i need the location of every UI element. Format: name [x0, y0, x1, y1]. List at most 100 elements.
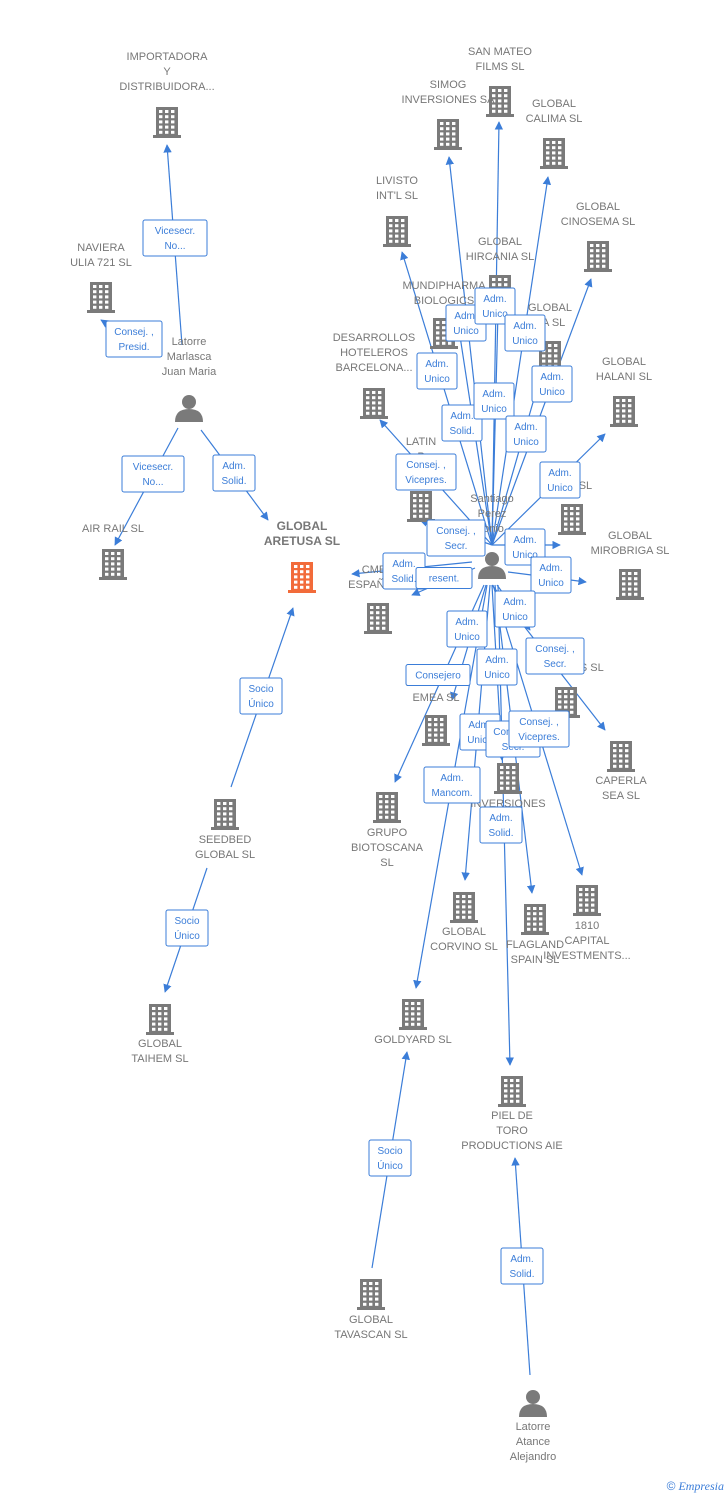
relation-label[interactable]: Adm.Solid.	[441, 404, 483, 442]
building-icon	[153, 107, 181, 138]
relation-label[interactable]: resent.	[415, 567, 473, 589]
relation-label[interactable]: Consej. ,Vicepres.	[508, 710, 570, 748]
company-node-lingroup[interactable]: LIN GROUPEMEA SL	[406, 677, 467, 746]
relation-label-text: Solid.	[449, 426, 474, 437]
relation-label[interactable]: Consej. ,Secr.	[525, 637, 585, 675]
relation-label[interactable]: Adm.Unico	[505, 415, 547, 453]
relation-label[interactable]: Adm.Unico	[531, 365, 573, 403]
relation-label-text: Adm.	[425, 359, 448, 370]
node-label: GLOBAL	[532, 98, 576, 110]
relation-label-box	[530, 556, 572, 594]
company-node-calima[interactable]: GLOBAL CALIMA SL	[526, 98, 583, 169]
node-label: EMEA SL	[412, 692, 459, 704]
node-label: GOLDYARD SL	[374, 1034, 451, 1046]
node-label: AIR RAIL SL	[82, 523, 144, 535]
building-icon	[540, 138, 568, 169]
relation-label-box	[368, 1139, 412, 1177]
node-label: tonio	[480, 523, 504, 535]
relation-label-text: Unico	[454, 632, 480, 643]
node-label: BIOLOGICS	[414, 295, 475, 307]
relation-label[interactable]: Adm.Unico	[474, 287, 516, 325]
relation-label[interactable]: Consejero	[405, 664, 471, 686]
node-label: CAPITAL	[564, 935, 609, 947]
relation-label-text: Adm.	[539, 563, 562, 574]
node-label: SIMOG	[430, 79, 467, 91]
relation-label-text: Solid.	[221, 476, 246, 487]
relation-label[interactable]: Adm.Mancom.	[423, 766, 481, 804]
relation-label-text: Adm.	[454, 311, 477, 322]
node-label: CAPERLA	[595, 775, 647, 787]
relation-edge	[400, 251, 493, 546]
node-label: TAIHEM SL	[131, 1053, 188, 1065]
relation-label-text: Adm.	[489, 813, 512, 824]
node-label: GRUPO	[367, 827, 408, 839]
node-label: Y	[163, 66, 171, 78]
brand-footer[interactable]: ©Empresia	[667, 1479, 724, 1494]
relation-label-text: Adm.	[485, 655, 508, 666]
company-node-importadora[interactable]: IMPORTADORAYDISTRIBUIDORA...	[119, 51, 215, 138]
relation-label-text: Adm.	[392, 559, 415, 570]
relation-label[interactable]: Adm.Unico	[476, 648, 518, 686]
node-label: DESARROLLOS	[333, 332, 416, 344]
relation-labels-layer: Vicesecr.No... Consej. ,Presid. Vicesecr.N…	[105, 219, 585, 1285]
relation-label[interactable]: Adm.Unico	[504, 314, 546, 352]
relation-label-box	[415, 567, 473, 589]
building-icon	[573, 885, 601, 916]
company-node-capital1810[interactable]: 1810CAPITALINVESTMENTS...	[543, 885, 631, 962]
node-label: CALIMA SL	[526, 113, 583, 125]
relation-label[interactable]: Adm.Unico	[473, 382, 515, 420]
building-icon	[146, 1004, 174, 1035]
company-node-desarrollos[interactable]: DESARROLLOSHOTELEROSBARCELONA...	[333, 332, 416, 419]
company-node-latin[interactable]: LATINP	[406, 436, 436, 522]
relation-label[interactable]: Adm.Unico	[539, 461, 581, 499]
relation-label[interactable]: Adm.Unico	[504, 528, 546, 566]
relation-label[interactable]: Adm.Unico	[494, 590, 536, 628]
relation-label[interactable]: Adm.Solid.	[212, 454, 256, 492]
relation-label[interactable]: Consej. ,Presid.	[105, 320, 163, 358]
relation-label[interactable]: Vicesecr.No...	[142, 219, 208, 257]
relation-label[interactable]: Adm.Unico	[530, 556, 572, 594]
relation-label[interactable]: Consej. ,Secr.	[426, 519, 486, 557]
relation-label[interactable]: Adm.Solid.	[479, 806, 523, 844]
relation-label[interactable]: Adm.Solid.	[500, 1247, 544, 1285]
company-node-goldyard[interactable]: GOLDYARD SL	[374, 999, 452, 1046]
node-label: SL	[380, 857, 393, 869]
company-node-airrail[interactable]: AIR RAIL SL	[82, 523, 144, 580]
relation-label-text: Unico	[513, 437, 539, 448]
building-icon	[373, 792, 401, 823]
relation-label[interactable]: Adm.Unico	[416, 352, 458, 390]
relation-label[interactable]: Consej. ,Vicepres.	[395, 453, 457, 491]
relation-label-text: No...	[164, 241, 185, 252]
relation-edge	[491, 377, 542, 546]
copyright-symbol: ©	[666, 1479, 676, 1493]
relation-label[interactable]: Vicesecr.No...	[121, 455, 185, 493]
node-label: TAVASCAN SL	[334, 1329, 407, 1341]
building-icon	[383, 216, 411, 247]
relation-label-text: Unico	[512, 550, 538, 561]
relation-label[interactable]: Adm.Unico	[446, 610, 488, 648]
node-label: GLOBAL	[576, 201, 620, 213]
